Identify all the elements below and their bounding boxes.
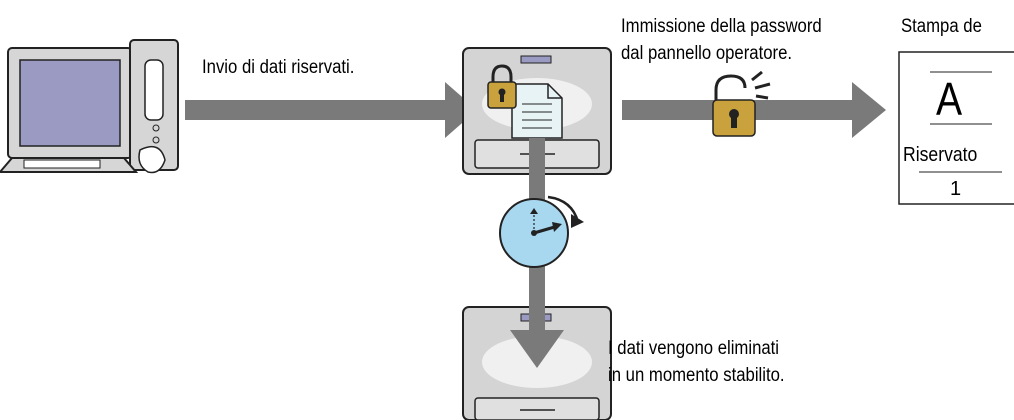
printout-label: Riservato <box>903 144 978 166</box>
label-deleted-line2: in un momento stabilito. <box>608 365 785 386</box>
label-password-line2: dal pannello operatore. <box>621 43 793 64</box>
label-password-line1: Immissione della password <box>621 16 822 37</box>
clock-icon <box>499 195 584 268</box>
unlock-icon <box>712 70 771 137</box>
label-send: Invio di dati riservati. <box>202 57 355 78</box>
printout-number: 1 <box>950 178 962 200</box>
printout-letter: A <box>936 73 963 125</box>
computer-icon <box>0 39 179 174</box>
document-icon <box>511 83 563 139</box>
lock-icon <box>487 64 517 109</box>
label-print-header: Stampa de <box>901 16 982 37</box>
label-deleted-line1: I dati vengono eliminati <box>608 338 780 359</box>
printout-paper <box>898 51 1014 205</box>
arrow-send <box>185 82 477 138</box>
arrow-delete-head <box>510 300 564 368</box>
